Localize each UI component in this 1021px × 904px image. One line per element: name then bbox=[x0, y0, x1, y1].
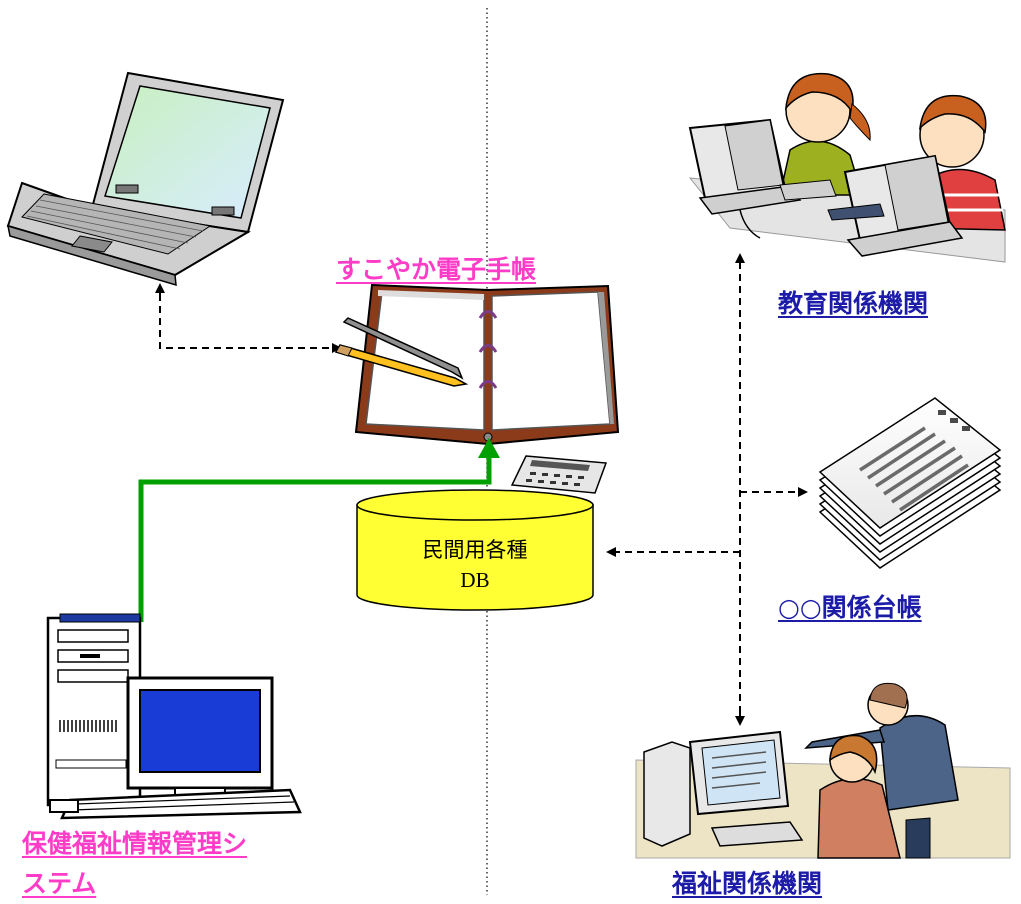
pen-icon bbox=[334, 317, 469, 387]
documents-stack-icon bbox=[818, 397, 1002, 569]
database-icon bbox=[356, 489, 594, 611]
students-at-computers-icon bbox=[688, 72, 1006, 263]
system-label-line1[interactable]: 保健福祉情報管理シ bbox=[22, 829, 248, 858]
system-label[interactable]: 保健福祉情報管理シ ステム bbox=[22, 824, 247, 904]
welfare-label[interactable]: 福祉関係機関 bbox=[672, 869, 823, 898]
notebook-icon bbox=[354, 283, 620, 446]
office-workers-icon bbox=[635, 682, 1011, 859]
database-label: 民間用各種 DB bbox=[357, 534, 593, 593]
calculator-icon bbox=[510, 455, 608, 494]
link-laptop-notebook bbox=[159, 294, 342, 353]
system-label-line2[interactable]: ステム bbox=[22, 869, 97, 898]
desktop-computer-icon bbox=[46, 613, 302, 820]
laptop-icon bbox=[6, 71, 285, 287]
database-label-line2: DB bbox=[460, 568, 490, 592]
education-label[interactable]: 教育関係機関 bbox=[778, 289, 929, 318]
database-label-line1: 民間用各種 bbox=[422, 538, 528, 562]
ledger-label[interactable]: ○○関係台帳 bbox=[778, 593, 922, 622]
link-system-notebook bbox=[138, 455, 492, 622]
notebook-label[interactable]: すこやか電子手帳 bbox=[336, 255, 537, 284]
